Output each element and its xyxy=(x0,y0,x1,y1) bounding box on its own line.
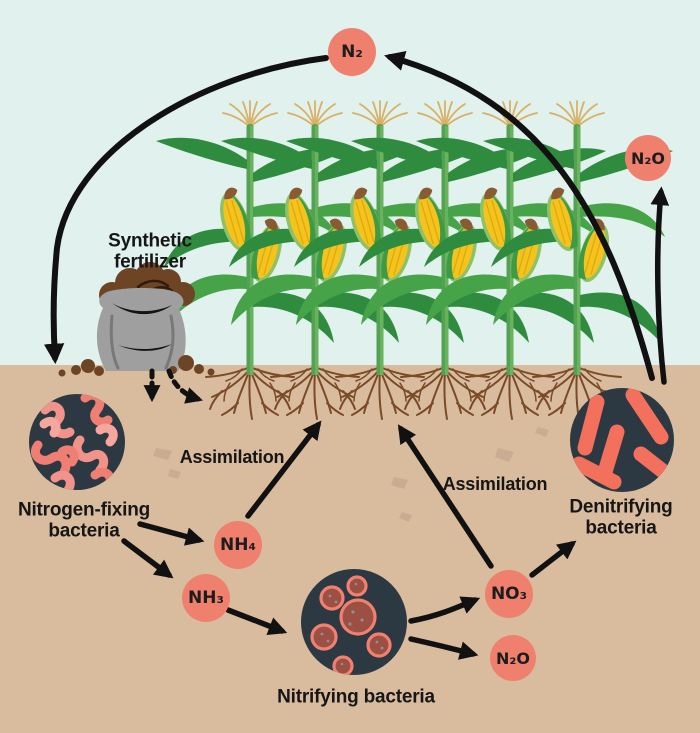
cycle-arrows xyxy=(43,50,670,660)
arrow-no3-assimilation xyxy=(397,424,494,569)
soil-pebbles xyxy=(153,427,549,522)
n2o-soil-molecule: N₂O xyxy=(490,635,536,681)
n2o-atmosphere-molecule: N₂O xyxy=(625,135,671,181)
arrow-nitrifying-to-n2o xyxy=(408,636,479,660)
arrow-fixing-to-nh4 xyxy=(137,521,205,546)
denitrifying-bacteria-icon xyxy=(570,388,674,492)
arrow-denitrifying-to-n2o xyxy=(650,186,670,385)
nh4-label: NH₄ xyxy=(220,535,256,555)
arrow-fixing-to-nh3 xyxy=(121,538,174,579)
n2-molecule: N₂ xyxy=(328,28,376,76)
arrow-nh4-assimilation xyxy=(245,420,322,519)
nitrogen-fixing-bacteria-icon xyxy=(29,394,125,490)
nh3-molecule: NH₃ xyxy=(182,574,230,622)
arrow-no3-to-denitrifying xyxy=(529,540,577,578)
arrow-denitrifying-to-n2 xyxy=(384,50,655,381)
no3-label: NO₃ xyxy=(490,584,528,604)
synthetic-fertilizer-label: Synthetic fertilizer xyxy=(108,230,192,273)
arrow-fertilizer-to-roots-dashed xyxy=(166,368,203,404)
nitrogen-fixing-bacteria-label: Nitrogen-fixing bacteria xyxy=(17,499,151,542)
nitrifying-bacteria-label: Nitrifying bacteria xyxy=(277,686,435,708)
nitrifying-bacteria-icon xyxy=(301,569,407,675)
n2-label: N₂ xyxy=(341,42,363,62)
arrow-nh3-to-nitrifying xyxy=(225,607,288,635)
assimilation-left-label: Assimilation xyxy=(179,446,285,467)
n2o-atmosphere-label: N₂O xyxy=(631,148,665,168)
n2o-soil-label: N₂O xyxy=(496,648,530,668)
nh4-molecule: NH₄ xyxy=(214,521,262,569)
denitrifying-bacteria-label: Denitrifying bacteria xyxy=(569,496,673,539)
arrow-nitrifying-to-no3 xyxy=(408,596,481,624)
assimilation-right-label: Assimilation xyxy=(442,473,548,494)
arrow-n2-to-soil xyxy=(43,55,329,365)
nh3-label: NH₃ xyxy=(188,588,224,608)
no3-molecule: NO₃ xyxy=(485,570,533,618)
fertilizer-sack-icon xyxy=(58,262,215,377)
